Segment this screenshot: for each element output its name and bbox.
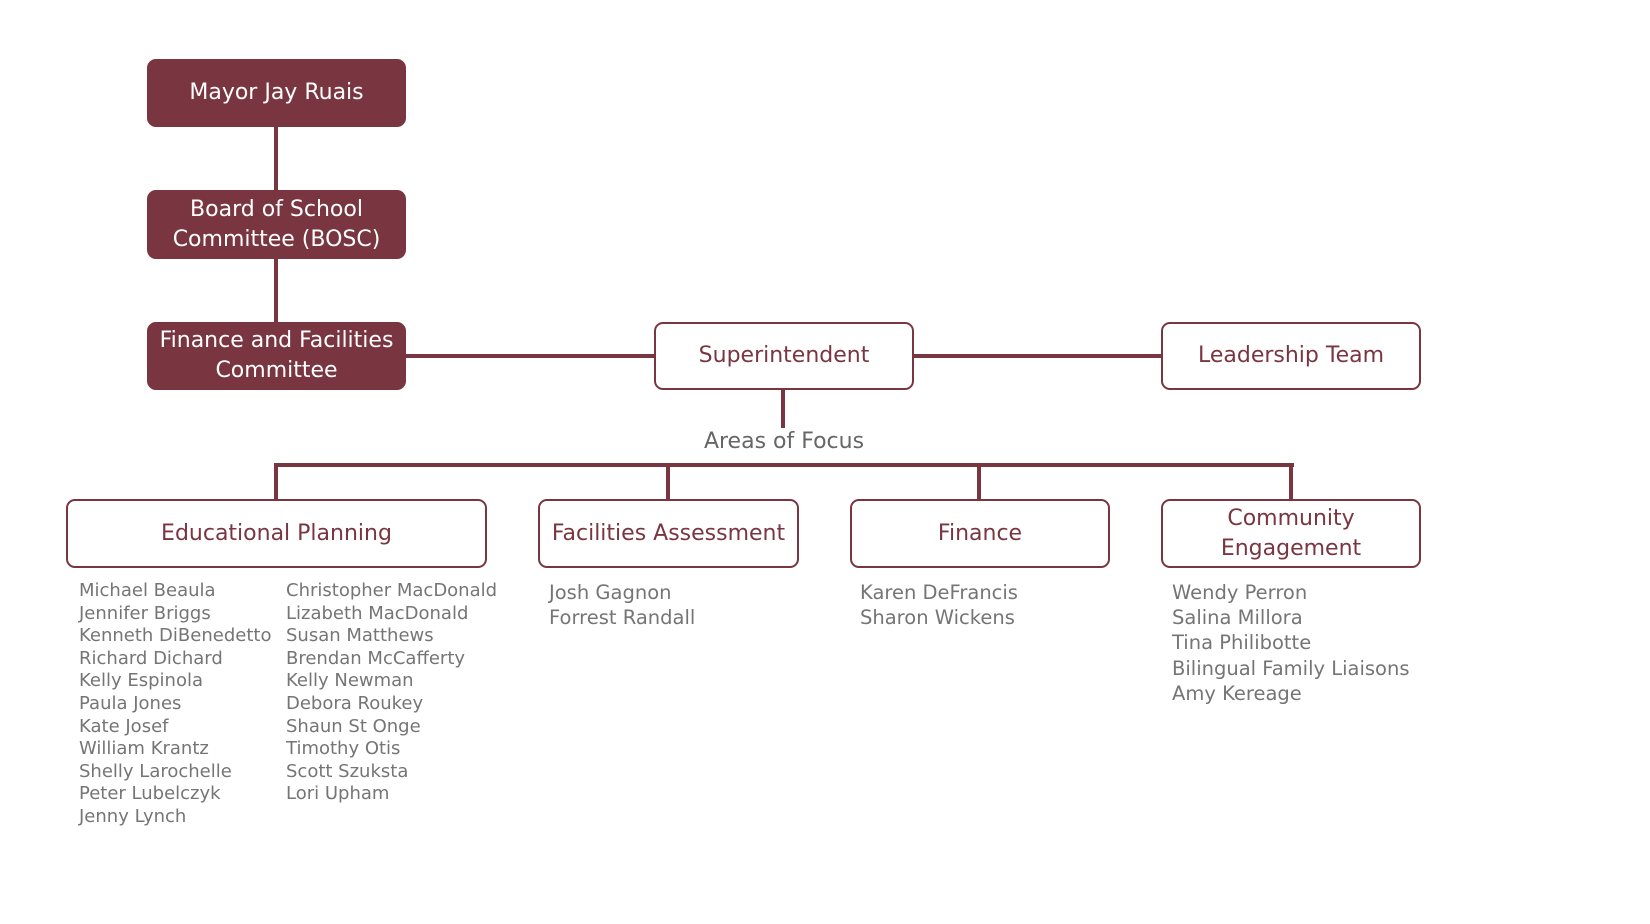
member-name: Jenny Lynch — [79, 805, 187, 827]
area-community-engagement-label-line1: Community — [1227, 505, 1355, 531]
superintendent-node: Superintendent — [654, 322, 914, 390]
member-name: Kelly Newman — [286, 670, 414, 692]
member-name: Scott Szuksta — [286, 760, 409, 782]
member-name: Michael Beaula — [79, 580, 216, 601]
mayor-node-label: Mayor Jay Ruais — [189, 80, 364, 105]
member-name: Shelly Larochelle — [79, 760, 232, 782]
finance-committee-label-line2: Committee — [215, 358, 338, 383]
area-finance-label: Finance — [937, 520, 1023, 546]
leadership-team-label: Leadership Team — [1197, 343, 1385, 368]
member-name: Jennifer Briggs — [79, 602, 211, 624]
member-name: Lizabeth MacDonald — [286, 602, 469, 624]
member-name: Karen DeFrancis — [860, 581, 1018, 604]
finance-committee-label-line1: Finance and Facilities — [159, 328, 394, 353]
member-name: Forrest Randall — [549, 606, 696, 630]
member-name: Richard Dichard — [79, 647, 223, 669]
bosc-node-label-line1: Board of School — [190, 196, 363, 222]
area-facilities-assessment-label: Facilities Assessment — [551, 520, 786, 546]
member-name: Salina Millora — [1172, 606, 1303, 630]
member-name: Timothy Otis — [286, 738, 401, 760]
member-name: Shaun St Onge — [286, 715, 421, 737]
area-facilities-assessment-node: Facilities Assessment — [538, 499, 799, 568]
member-name: Josh Gagnon — [549, 581, 672, 604]
member-name: Paula Jones — [79, 692, 182, 714]
member-name: Peter Lubelczyk — [79, 783, 221, 805]
member-name: Christopher MacDonald — [286, 580, 498, 601]
area-community-engagement-node: Community Engagement — [1161, 499, 1421, 568]
area-finance-node: Finance — [850, 499, 1110, 568]
member-name: Kelly Espinola — [79, 670, 203, 692]
member-name: Tina Philibotte — [1172, 631, 1312, 655]
finance-committee-node: Finance and Facilities Committee — [147, 322, 406, 390]
member-name: Wendy Perron — [1172, 581, 1308, 604]
area-community-engagement-label-line2: Engagement — [1220, 535, 1362, 561]
bosc-node-label-line2: Committee (BOSC) — [172, 226, 381, 252]
bosc-node: Board of School Committee (BOSC) — [147, 190, 406, 259]
member-name: Bilingual Family Liaisons — [1172, 656, 1410, 680]
area-educational-planning-label: Educational Planning — [161, 520, 392, 546]
member-name: William Krantz — [79, 738, 209, 760]
member-name: Lori Upham — [286, 783, 390, 805]
mayor-node: Mayor Jay Ruais — [147, 59, 406, 127]
member-name: Kenneth DiBenedetto — [79, 625, 272, 647]
member-name: Amy Kereage — [1172, 681, 1302, 705]
member-name: Susan Matthews — [286, 625, 434, 647]
member-name: Sharon Wickens — [860, 606, 1015, 630]
superintendent-label: Superintendent — [698, 343, 870, 368]
member-name: Kate Josef — [79, 715, 169, 737]
member-name: Debora Roukey — [286, 692, 424, 714]
member-name: Brendan McCafferty — [286, 647, 466, 669]
area-educational-planning-node: Educational Planning — [66, 499, 487, 568]
leadership-team-node: Leadership Team — [1161, 322, 1421, 390]
areas-of-focus-label: Areas of Focus — [703, 429, 865, 454]
